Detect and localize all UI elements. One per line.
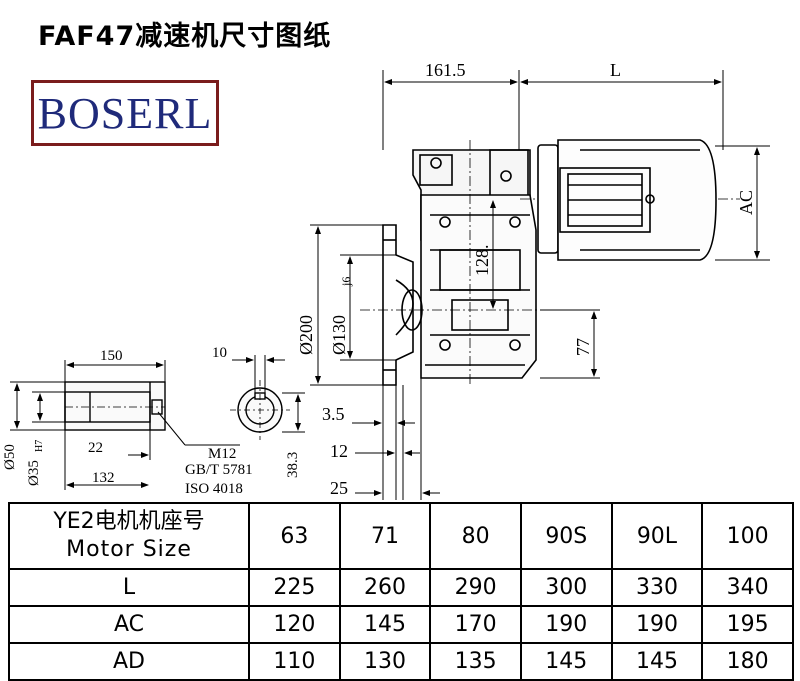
dim-d50: Ø50: [2, 444, 18, 470]
label-m12: M12: [208, 446, 236, 462]
dim-25: 25: [330, 478, 348, 498]
top-dimensions: [382, 70, 770, 261]
row-label: L: [8, 568, 250, 607]
dim-L: L: [610, 60, 621, 80]
table-cell: 300: [519, 568, 613, 607]
left-dimensions: [310, 200, 600, 386]
table-cell: 145: [610, 642, 704, 681]
dim-10: 10: [212, 345, 227, 361]
table-row: AC 120 145 170 190 190 195: [8, 605, 794, 644]
table-cell: 260: [338, 568, 432, 607]
table-cell: 330: [610, 568, 704, 607]
table-cell: 145: [338, 605, 432, 644]
brand-logo: BOSERL: [31, 80, 219, 146]
header-en: Motor Size: [66, 537, 192, 562]
table-header-row: YE2电机机座号 Motor Size 63 71 80 90S 90L 100: [8, 502, 794, 570]
dim-d130-tolerance: j6: [339, 277, 353, 287]
motor-size-table: YE2电机机座号 Motor Size 63 71 80 90S 90L 100…: [8, 502, 794, 681]
shaft-section: [230, 380, 290, 440]
size-cell: 63: [248, 502, 341, 570]
dim-132: 132: [92, 470, 115, 486]
table-cell: 135: [429, 642, 522, 681]
row-label: AC: [8, 605, 250, 644]
label-gbt-5781: GB/T 5781: [185, 462, 253, 478]
table-cell: 195: [701, 605, 794, 644]
table-cell: 225: [248, 568, 341, 607]
row-label: AD: [8, 642, 250, 681]
size-cell: 100: [701, 502, 794, 570]
header-cn: YE2电机机座号: [53, 509, 205, 534]
dim-3-5: 3.5: [322, 404, 345, 424]
dim-77: 77: [573, 338, 593, 356]
dim-d130: Ø130: [329, 315, 349, 355]
table-row: AD 110 130 135 145 145 180: [8, 642, 794, 681]
table-cell: 110: [248, 642, 341, 681]
table-cell: 340: [701, 568, 794, 607]
dim-12: 12: [330, 441, 348, 461]
dim-128: 128.: [472, 245, 492, 277]
size-cell: 71: [338, 502, 432, 570]
size-cell: 90S: [519, 502, 613, 570]
dim-150: 150: [100, 348, 123, 364]
gear-housing: [382, 149, 537, 386]
hollow-shaft-dims: [10, 360, 240, 490]
table-cell: 130: [338, 642, 432, 681]
table-cell: 120: [248, 605, 341, 644]
dim-AC: AC: [736, 190, 756, 215]
brand-logo-text: BOSERL: [37, 88, 213, 138]
table-header-label: YE2电机机座号 Motor Size: [8, 502, 250, 570]
dim-161-5: 161.5: [425, 60, 466, 80]
dim-38-3: 38.3: [285, 452, 301, 478]
technical-drawing: 161.5 L AC: [2, 60, 770, 500]
label-iso-4018: ISO 4018: [185, 481, 243, 497]
table-cell: 145: [519, 642, 613, 681]
size-cell: 80: [429, 502, 522, 570]
table-cell: 290: [429, 568, 522, 607]
table-cell: 190: [610, 605, 704, 644]
hollow-shaft-detail: [64, 381, 166, 431]
table-cell: 190: [519, 605, 613, 644]
table-row: L 225 260 290 300 330 340: [8, 568, 794, 607]
table-cell: 170: [429, 605, 522, 644]
dim-d35-tolerance: H7: [34, 440, 45, 452]
flange-dimensions: [352, 378, 440, 500]
dim-22: 22: [88, 440, 103, 456]
size-cell: 90L: [610, 502, 704, 570]
page-title: FAF47减速机尺寸图纸: [38, 21, 332, 52]
dim-d200: Ø200: [296, 315, 316, 355]
table-cell: 180: [701, 642, 794, 681]
motor-body: [537, 139, 717, 261]
shaft-section-dims: [232, 355, 305, 433]
dim-d35: Ø35: [26, 460, 42, 486]
